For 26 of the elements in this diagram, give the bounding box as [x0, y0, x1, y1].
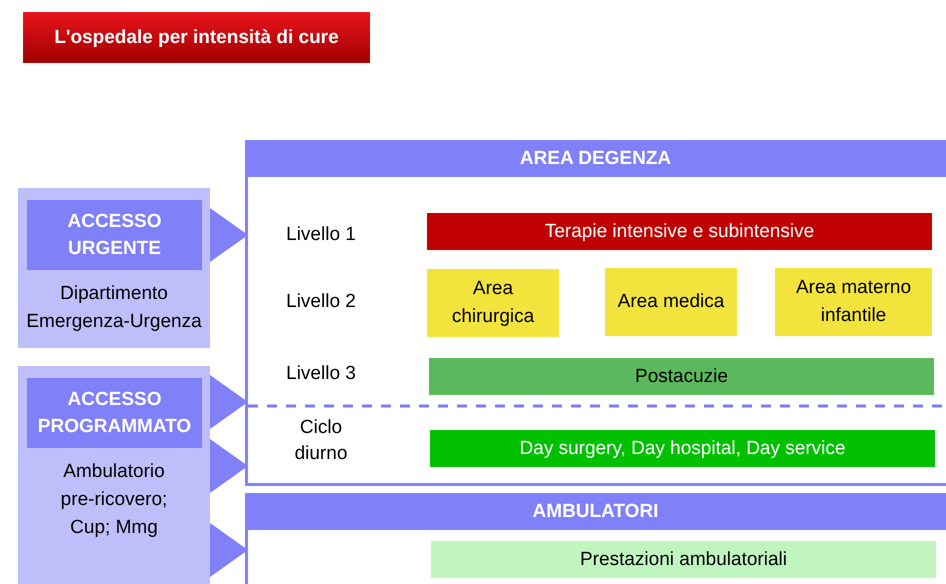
arrow	[210, 208, 248, 262]
level-label: Livello 2	[285, 290, 357, 314]
care-box: Area chirurgica	[427, 269, 559, 337]
level-label: Ciclo diurno	[294, 416, 348, 466]
area-panel	[245, 493, 946, 584]
access-panel	[18, 366, 210, 584]
panel-text: Ambulatorio pre-ricovero; Cup; Mmg	[60, 460, 168, 540]
arrow	[210, 375, 248, 429]
care-box: Day surgery, Day hospital, Day service	[430, 430, 935, 467]
access-panel	[18, 188, 210, 348]
care-box: Prestazioni ambulatoriali	[431, 541, 936, 578]
title: L'ospedale per intensità di cure	[23, 12, 370, 63]
level-label: Livello 3	[285, 362, 357, 386]
panel-header: ACCESSO URGENTE	[27, 200, 202, 270]
panel-header: AREA DEGENZA	[245, 140, 946, 177]
level-label: Livello 1	[285, 223, 357, 247]
panel-header: ACCESSO PROGRAMMATO	[27, 378, 202, 448]
area-panel	[245, 140, 946, 486]
panel-text: Dipartimento Emergenza-Urgenza	[25, 282, 203, 334]
care-box: Terapie intensive e subintensive	[427, 213, 932, 250]
arrow	[210, 439, 248, 493]
care-box: Area materno infantile	[775, 268, 932, 336]
care-box: Area medica	[605, 268, 737, 336]
panel-header: AMBULATORI	[245, 493, 946, 530]
care-box: Postacuzie	[429, 358, 934, 395]
arrow	[210, 523, 248, 577]
